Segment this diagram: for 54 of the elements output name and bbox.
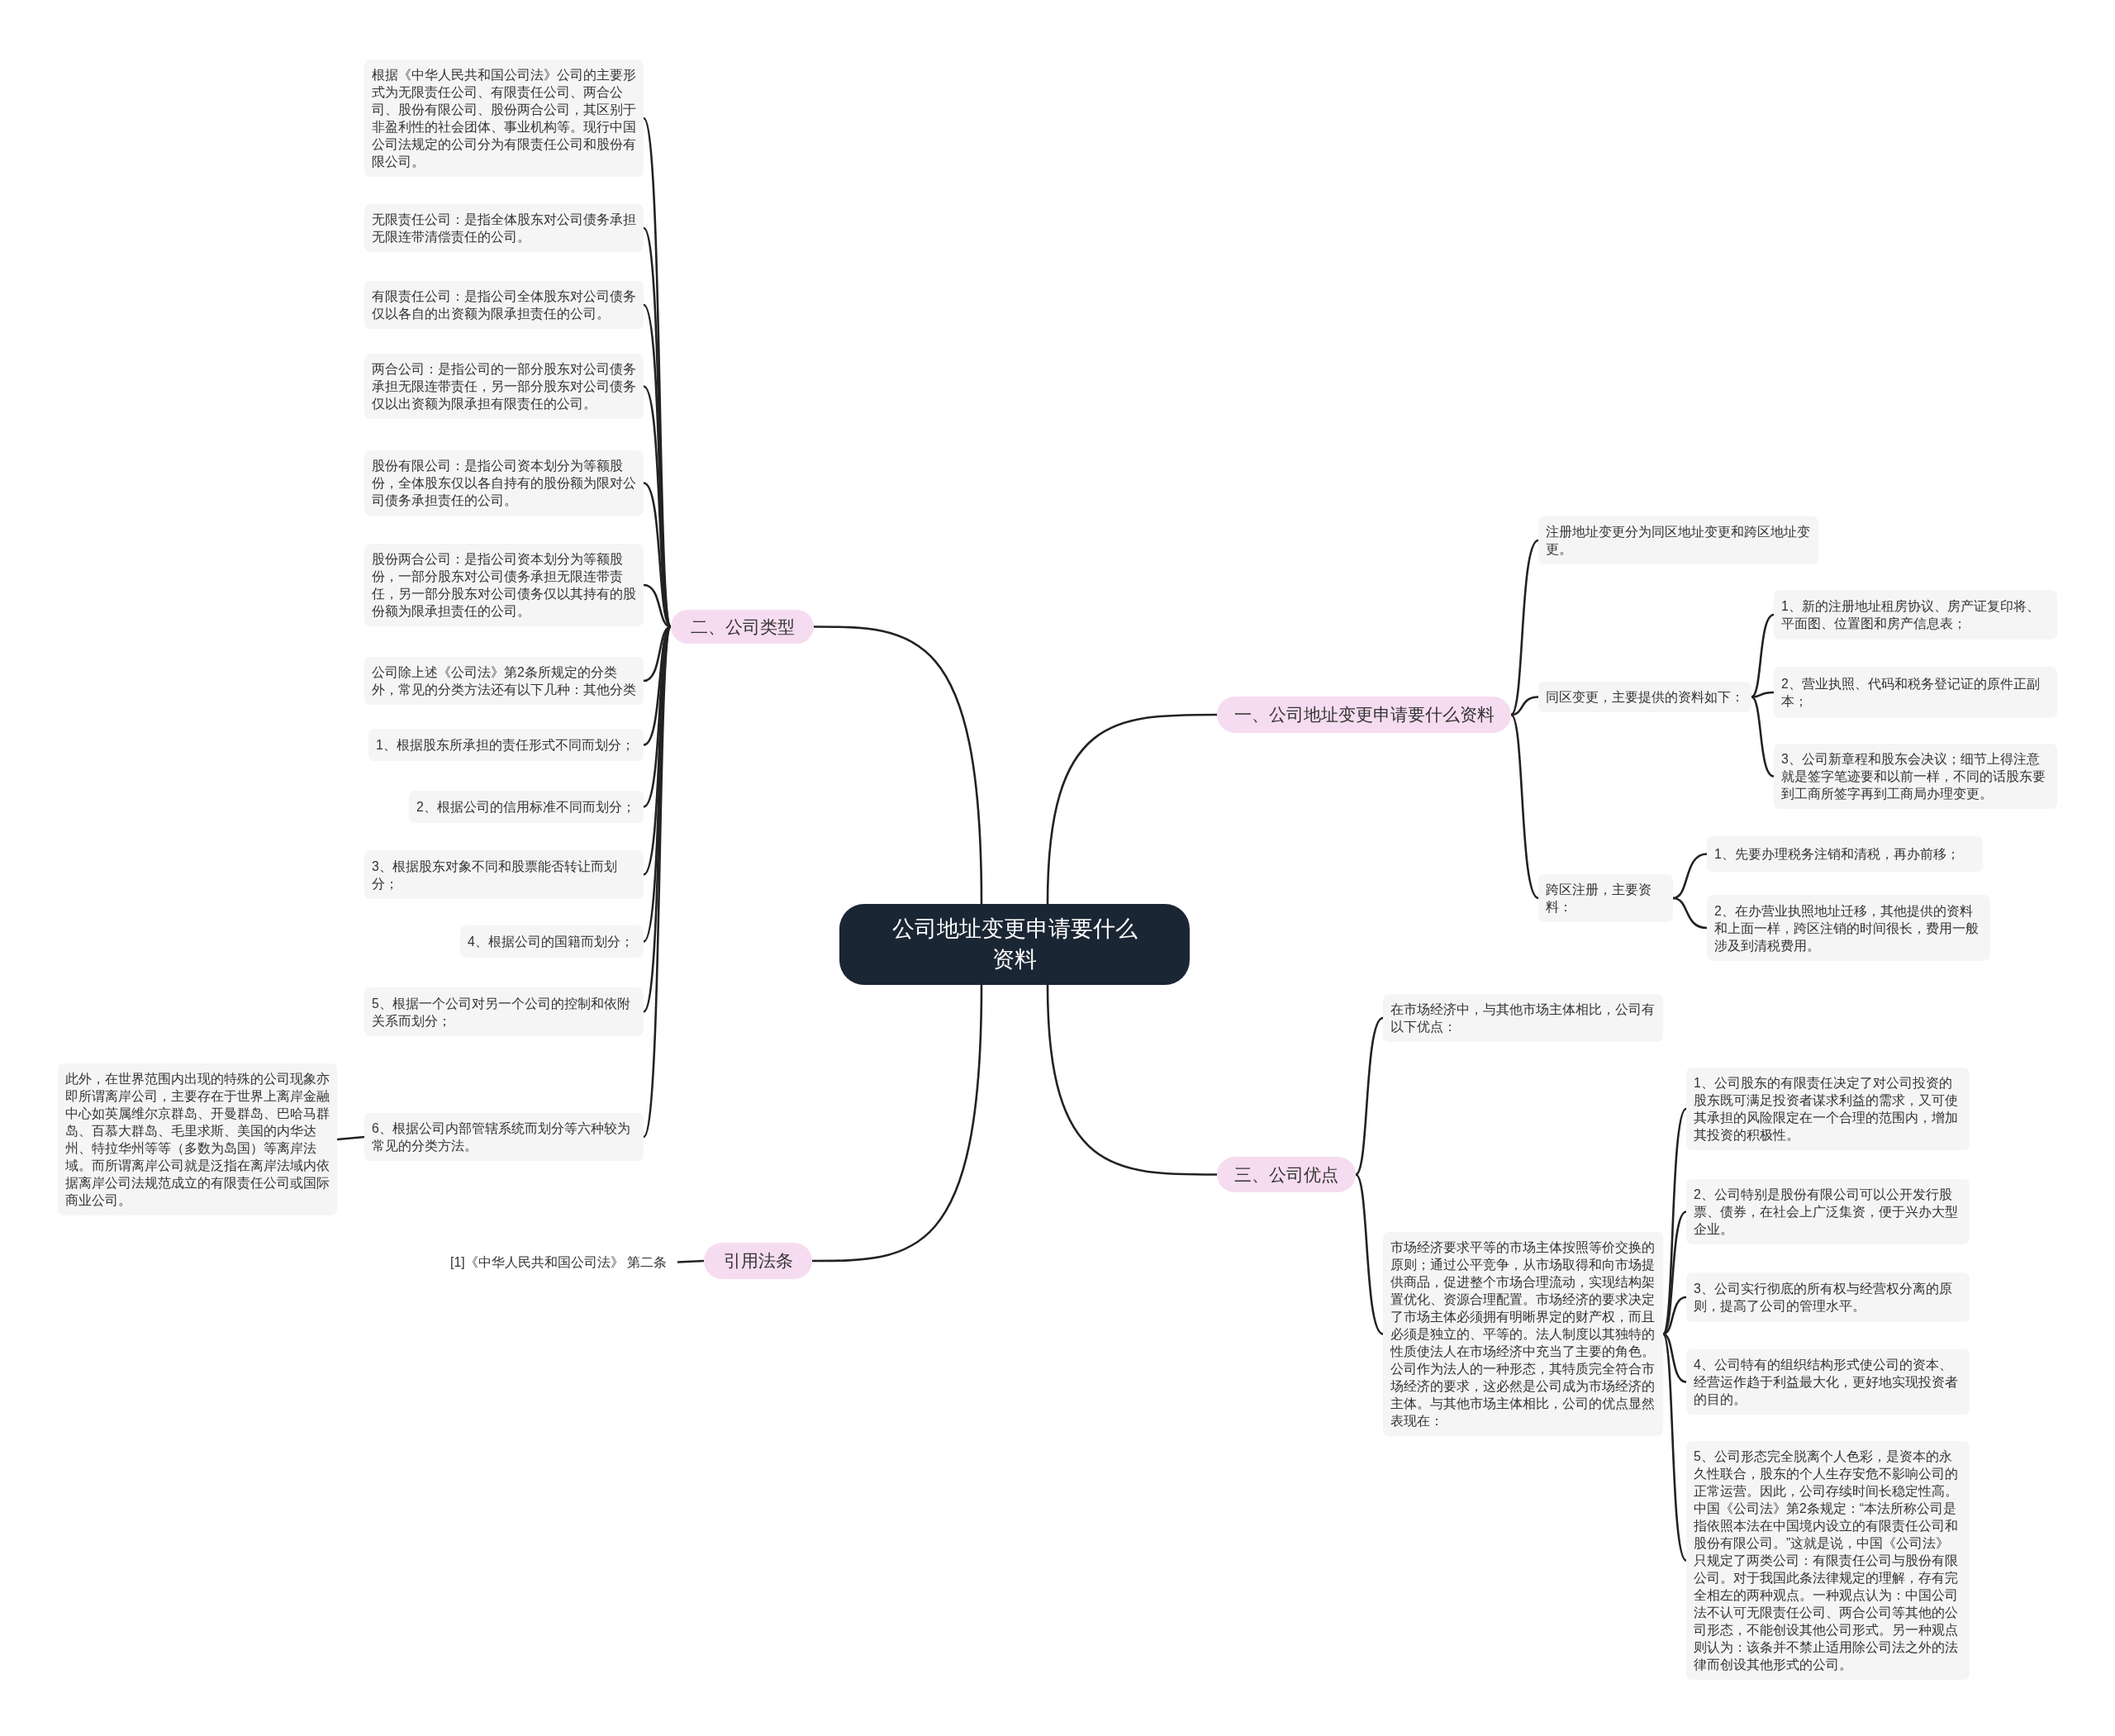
connector-line <box>1751 696 1775 778</box>
text-card: 3、公司新章程和股东会决议；细节上得注意就是签字笔迹要和以前一样，不同的话股东要到工商所签字再到工商局办理变更。 <box>1774 744 2057 809</box>
connector-line <box>1510 714 1539 899</box>
topic-pill: 三、公司优点 <box>1217 1157 1356 1192</box>
text-card: 2、营业执照、代码和税务登记证的原件正副本； <box>1774 667 2057 718</box>
text-card: 3、公司实行彻底的所有权与经营权分离的原则，提高了公司的管理水平。 <box>1686 1272 1970 1322</box>
text-card: 5、公司形态完全脱离个人色彩，是资本的永久性联合，股东的个人生存安危不影响公司的正常运营。因此，公司存续时间长稳定性高。中国《公司法》第2条规定：“本法所称公司是指依照本法在中国境内设立的有限责任公司和股份有限公司。”这就是说，中国《公司法》只规定了两类公司：有限责任公司与股份有限公司。对于我国此条法律规定的理解，存有完全相左的两种观点。一种观点认为：中国公司法不认可无限责任公司、两合公司等其他的公司形态，不能创设其他公司形式。另一种观点则认为：该条并不禁止适用除公司法之外的法律而创设其他形式的公司。 <box>1686 1441 1970 1680</box>
text-card: 有限责任公司：是指公司全体股东对公司债务仅以各自的出资额为限承担责任的公司。 <box>364 281 644 329</box>
text-card: 2、根据公司的信用标准不同而划分； <box>409 791 644 823</box>
text-card: 2、在办营业执照地址迁移，其他提供的资料和上面一样，跨区注销的时间很长，费用一般涉及到清税费用。 <box>1707 895 1990 961</box>
text-card: 股份两合公司：是指公司资本划分为等额股份，一部分股东对公司债务承担无限连带责任，另一部分股东对公司债务仅以其持有的股份额为限承担责任的公司。 <box>364 544 644 626</box>
text-card: 1、新的注册地址租房协议、房产证复印将、平面图、位置图和房产信息表； <box>1774 590 2057 640</box>
topic-pill: 引用法条 <box>704 1243 812 1279</box>
text-card: 同区变更，主要提供的资料如下： <box>1538 682 1751 712</box>
text-card: 1、先要办理税务注销和清税，再办前移； <box>1707 836 1983 872</box>
text-card: 市场经济要求平等的市场主体按照等价交换的原则；通过公平竞争，从市场取得和向市场提供商品，促进整个市场合理流动，实现结构架置优化、资源合理配置。市场经济的要求决定了市场主体必须拥有明晰界定的财产权，而且必须是独立的、平等的。法人制度以其独特的性质使法人在市场经济中充当了主要的角色。公司作为法人的一种形态，其特质完全符合市场经济的要求，这必然是公司成为市场经济的主体。与其他市场主体相比，公司的优点显然表现在： <box>1383 1232 1663 1436</box>
connector-line <box>1662 1333 1687 1383</box>
connector-line <box>677 1259 705 1263</box>
connector-line <box>814 625 983 905</box>
topic-pill: 一、公司地址变更申请要什么资料 <box>1217 697 1511 733</box>
text-card: 在市场经济中，与其他市场主体相比，公司有以下优点： <box>1383 994 1663 1042</box>
text-card: 6、根据公司内部管辖系统而划分等六种较为常见的分类方法。 <box>364 1113 644 1161</box>
connector-line <box>1355 1016 1384 1176</box>
central-topic: 公司地址变更申请要什么资料 <box>839 904 1190 985</box>
reference-text: [1]《中华人民共和国公司法》 第二条 <box>445 1249 677 1275</box>
connector-line <box>1672 853 1708 900</box>
text-card: 1、公司股东的有限责任决定了对公司投资的股东既可满足投资者谋求利益的需求，又可使其承担的风险限定在一个合理的范围内，增加其投资的积极性。 <box>1686 1068 1970 1150</box>
text-card: 5、根据一个公司对另一个公司的控制和依附关系而划分； <box>364 987 644 1036</box>
text-card: 4、公司特有的组织结构形式使公司的资本、经营运作趋于利益最大化，更好地实现投资者的目的。 <box>1686 1349 1970 1415</box>
connector-line <box>812 984 983 1263</box>
topic-pill: 二、公司类型 <box>671 610 814 644</box>
connector-line <box>1355 1173 1384 1335</box>
text-card: 注册地址变更分为同区地址变更和跨区地址变更。 <box>1538 516 1818 564</box>
connector-line <box>1751 691 1775 698</box>
text-card: 1、根据股东所承担的责任形式不同而划分； <box>368 729 644 761</box>
connector-line <box>336 1135 365 1141</box>
text-card: 4、根据公司的国籍而划分； <box>460 925 644 958</box>
connector-line <box>1510 696 1539 716</box>
text-card: 3、根据股东对象不同和股票能否转让而划分； <box>364 850 644 899</box>
text-card: 根据《中华人民共和国公司法》公司的主要形式为无限责任公司、有限责任公司、两合公司、股份有限公司、股份两合公司，其区别于非盈利性的社会团体、事业机构等。现行中国公司法规定的公司分为有限责任公司和股份有限公司。 <box>364 59 644 177</box>
text-card: 2、公司特别是股份有限公司可以公开发行股票、债券，在社会上广泛集资，便于兴办大型企业。 <box>1686 1179 1970 1244</box>
connector-line <box>1046 713 1217 905</box>
text-card: 两合公司：是指公司的一部分股东对公司债务承担无限连带责任，另一部分股东对公司债务仅以出资额为限承担有限责任的公司。 <box>364 354 644 419</box>
connector-line <box>1672 897 1708 930</box>
text-card: 无限责任公司：是指全体股东对公司债务承担无限连带清偿责任的公司。 <box>364 204 644 252</box>
connector-line <box>1751 613 1775 698</box>
connector-line <box>1661 1333 1687 1562</box>
text-card: 此外，在世界范围内出现的特殊的公司现象亦即所谓离岸公司，主要存在于世界上离岸金融中心如英属维尔京群岛、开曼群岛、巴哈马群岛、百慕大群岛、毛里求斯、美国的内华达州、特拉华州等等（多数为岛国）等离岸法域。而所谓离岸公司就是泛指在离岸法域内依据离岸公司法规范成立的有限责任公司或国际商业公司。 <box>58 1063 337 1215</box>
text-card: 跨区注册，主要资料： <box>1538 874 1673 922</box>
text-card: 股份有限公司：是指公司资本划分为等额股份，全体股东仅以各自持有的股份额为限对公司债务承担责任的公司。 <box>364 450 644 516</box>
connector-line <box>642 626 673 1138</box>
connector-line <box>1510 540 1539 716</box>
connector-line <box>1046 984 1217 1176</box>
text-card: 公司除上述《公司法》第2条所规定的分类外，常见的分类方法还有以下几种：其他分类 <box>364 657 644 705</box>
